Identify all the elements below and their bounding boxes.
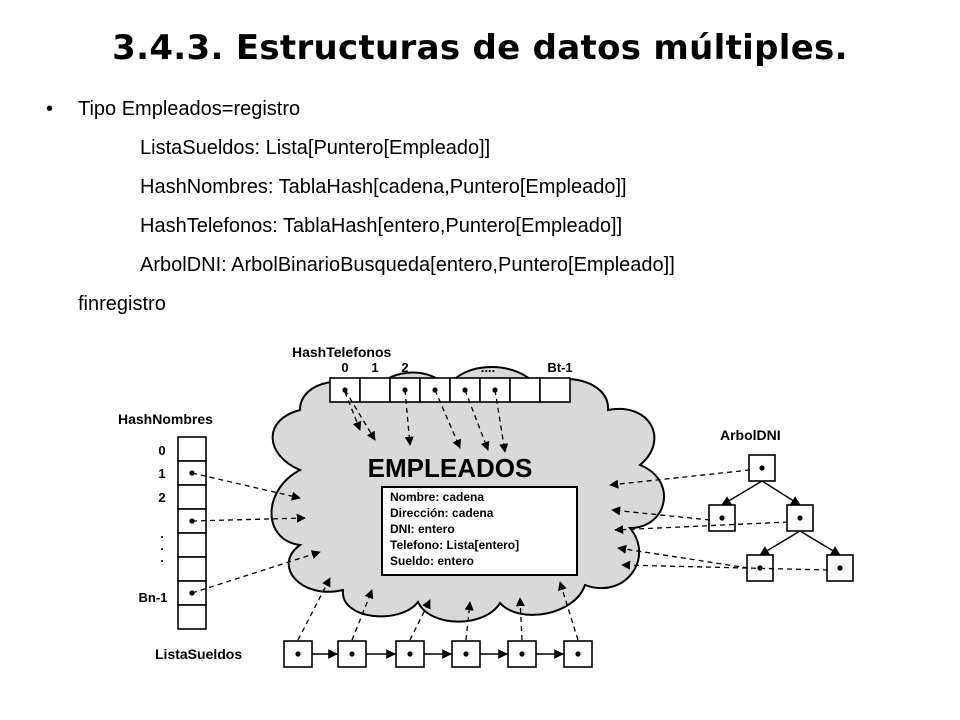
hash-nombres-index: . [160,526,164,541]
pointer-arrows [191,389,829,641]
pointer-arrow [464,601,474,641]
hash-nombres-label: HashNombres [118,411,213,427]
hash-telefonos-cell [509,377,541,403]
hash-nombres-index: 0 [158,443,165,458]
pointer-dot [463,651,469,657]
employee-record-box: Nombre: cadena Dirección: cadena DNI: en… [381,486,578,576]
field-sueldo: Sueldo: entero [390,554,474,568]
pointer-arrow [434,389,461,449]
record-end-keyword: finregistro [78,293,166,315]
hash-nombres-index: . [160,550,164,565]
hash-telefonos-indices: 0 1 2 .... Bt-1 [341,360,572,375]
field-direccion: Dirección: cadena [390,506,494,520]
pointer-arrow [621,560,829,571]
pointer-dot [837,565,843,571]
hash-telefonos-index: .... [481,360,495,375]
hash-nombres-cell [177,556,207,582]
lista-sueldos-list [283,640,593,668]
pointer-arrow [404,389,414,446]
bullet-marker: • [46,98,54,120]
pointer-arrow [609,469,751,489]
pointer-dot [757,565,763,571]
hash-telefonos-cell [539,377,571,403]
pointer-dot [349,651,355,657]
lista-sueldos-label: ListaSueldos [155,646,242,662]
pointer-dot [759,465,765,471]
hash-nombres-cell [177,436,207,462]
pointer-dot [797,515,803,521]
hash-nombres-indices: 0 1 2 . . . Bn-1 [139,443,168,605]
arbol-dni-label: ArbolDNI [720,427,781,443]
tree-edge [799,530,841,556]
slide-title: 3.4.3. Estructuras de datos múltiples. [112,28,848,68]
pointer-arrow [558,581,579,641]
pointer-arrow [494,389,509,453]
field-hash-telefonos: HashTelefonos: TablaHash[entero,Puntero[… [140,215,623,237]
pointer-dot [575,651,581,657]
record-header-line: • Tipo Empleados=registro [46,90,675,129]
hash-nombres-index: . [160,538,164,553]
pointer-dot [407,651,413,657]
field-nombre: Nombre: cadena [390,490,484,504]
pointer-arrow [409,599,431,641]
pointer-dot [719,515,725,521]
pointer-arrow [191,550,321,594]
field-lista-sueldos: ListaSueldos: Lista[Puntero[Empleado]] [140,137,491,159]
pointer-arrow [611,506,711,521]
record-type-header: Tipo Empleados=registro [78,98,301,120]
hash-telefonos-index: 1 [371,360,378,375]
hash-nombres-cell [177,604,207,630]
empleados-title: EMPLEADOS [368,453,533,483]
hash-telefonos-label: HashTelefonos [292,344,392,360]
hash-telefonos-array [329,377,571,403]
hash-telefonos-cell [389,377,421,403]
hash-nombres-cell [177,532,207,558]
pointer-arrow [617,544,749,569]
tree-edge [759,530,801,556]
field-dni: DNI: entero [390,522,455,536]
pointer-arrow [191,472,301,501]
hash-nombres-index: 2 [158,490,165,505]
tree-node [748,454,776,482]
field-arbol-dni: ArbolDNI: ArbolBinarioBusqueda[entero,Pu… [140,254,675,276]
pointer-arrow [297,577,331,641]
pointer-arrow [191,513,306,523]
pointer-arrow [464,389,490,451]
hash-telefonos-index: 0 [341,360,348,375]
hash-nombres-cell [177,484,207,510]
pointer-arrow [515,597,525,641]
field-hash-nombres: HashNombres: TablaHash[cadena,Puntero[Em… [140,176,627,198]
pointer-arrow [344,391,362,431]
pointer-dot [295,651,301,657]
pointer-arrow [614,521,789,535]
hash-telefonos-cell [359,377,391,403]
list-node [563,640,593,668]
pointer-arrow [344,389,376,441]
hash-nombres-index: 1 [158,466,165,481]
tree-edge [761,480,801,506]
hash-telefonos-index: 2 [401,360,408,375]
hash-telefonos-index: Bt-1 [547,360,572,375]
tree-edge [721,480,763,506]
tree-node [826,554,854,582]
hash-nombres-array [177,436,207,630]
pointer-dot [519,651,525,657]
field-telefono: Telefono: Lista[entero] [390,538,519,552]
record-definition: • Tipo Empleados=registro ListaSueldos: L… [46,90,675,324]
arbol-dni-tree [708,454,854,582]
list-node [283,640,313,668]
hash-nombres-index: Bn-1 [139,590,168,605]
